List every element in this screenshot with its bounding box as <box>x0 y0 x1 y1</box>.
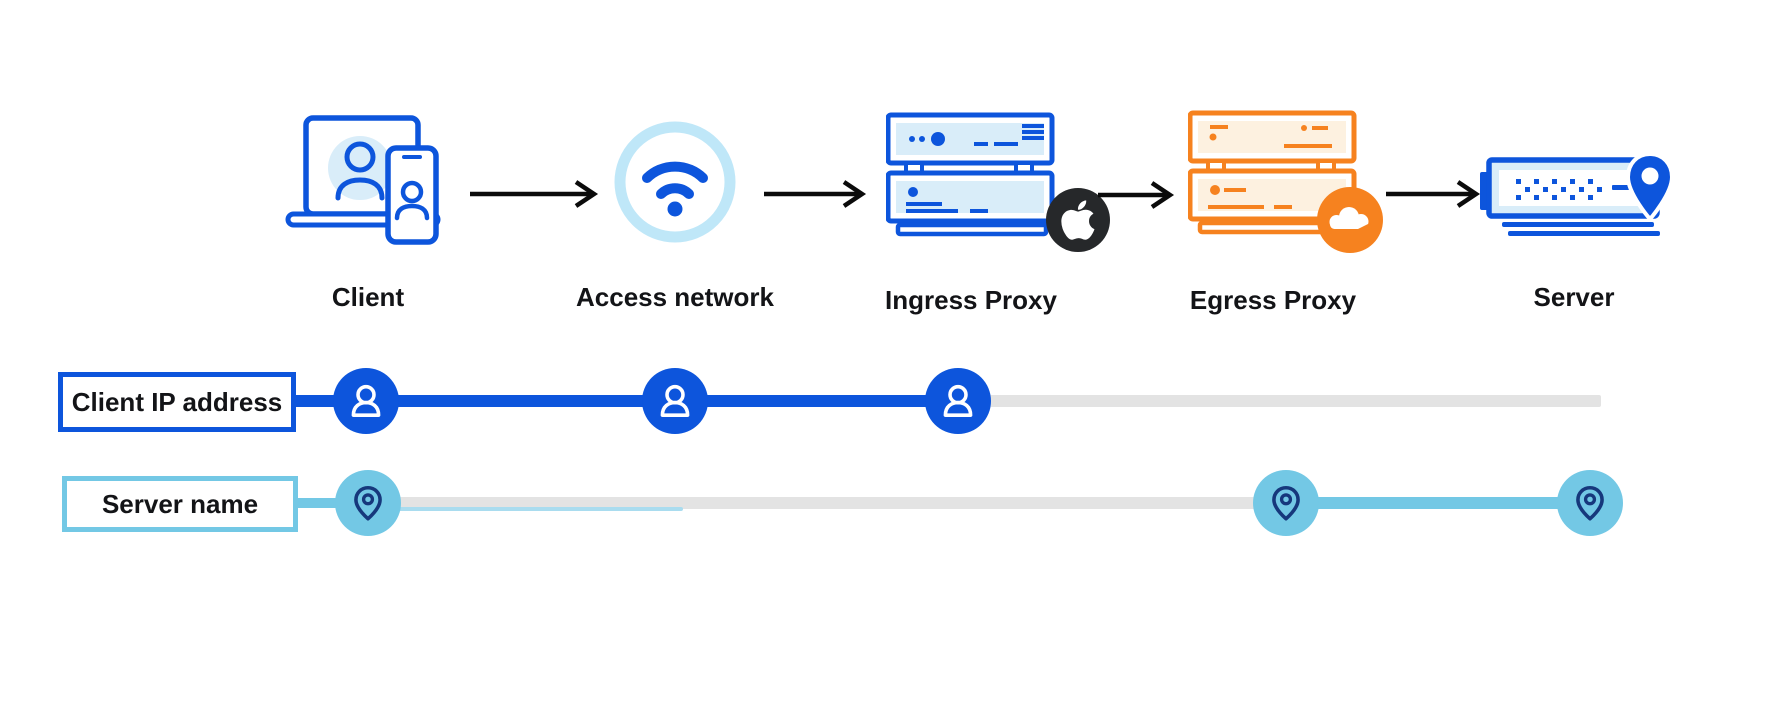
arrow-right-icon <box>764 180 867 208</box>
server-name-node-client <box>335 470 401 536</box>
server-name-label-box: Server name <box>62 476 298 532</box>
person-icon <box>943 384 973 417</box>
client-ip-node-ingress-proxy <box>925 368 991 434</box>
location-pin-icon <box>1272 485 1300 521</box>
arrow-right-icon <box>470 180 599 208</box>
laptop-phone-icon <box>285 115 441 245</box>
flow-label-egress-proxy: Egress Proxy <box>1189 285 1357 315</box>
flow-label-ingress-proxy: Ingress Proxy <box>885 285 1057 315</box>
client-ip-track-hidden-segment <box>958 395 1601 407</box>
server-stack-blue-icon <box>886 112 1110 252</box>
location-pin-icon <box>1576 485 1604 521</box>
flow-label-server: Server <box>1533 282 1615 312</box>
location-pin-icon <box>354 485 382 521</box>
arrow-right-icon <box>1098 181 1175 209</box>
server-pin-icon <box>1480 151 1675 236</box>
server-name-track-hidden-segment <box>370 497 1286 509</box>
client-ip-node-client <box>333 368 399 434</box>
server-name-label: Server name <box>101 488 259 519</box>
dot-pattern <box>1516 179 1602 200</box>
client-ip-address-label: Client IP address <box>71 386 283 417</box>
person-icon <box>351 384 381 417</box>
wifi-icon <box>614 121 736 243</box>
server-name-track-underline <box>370 507 683 511</box>
location-pin-icon <box>1625 151 1675 223</box>
cloudflare-logo <box>1317 187 1383 253</box>
arrow-right-icon <box>1386 180 1481 208</box>
server-name-track-connector <box>292 498 370 508</box>
server-stack-orange-icon <box>1188 110 1383 253</box>
flow-label-access-network: Access network <box>576 282 774 312</box>
person-icon <box>660 384 690 417</box>
server-name-node-server <box>1557 470 1623 536</box>
server-name-track-active-segment <box>1286 497 1590 509</box>
flow-label-client: Client <box>331 282 405 312</box>
client-ip-track-active-segment <box>290 395 958 407</box>
client-ip-address-label-box: Client IP address <box>58 372 296 432</box>
server-name-node-egress-proxy <box>1253 470 1319 536</box>
apple-logo <box>1046 188 1110 252</box>
client-ip-node-access-network <box>642 368 708 434</box>
